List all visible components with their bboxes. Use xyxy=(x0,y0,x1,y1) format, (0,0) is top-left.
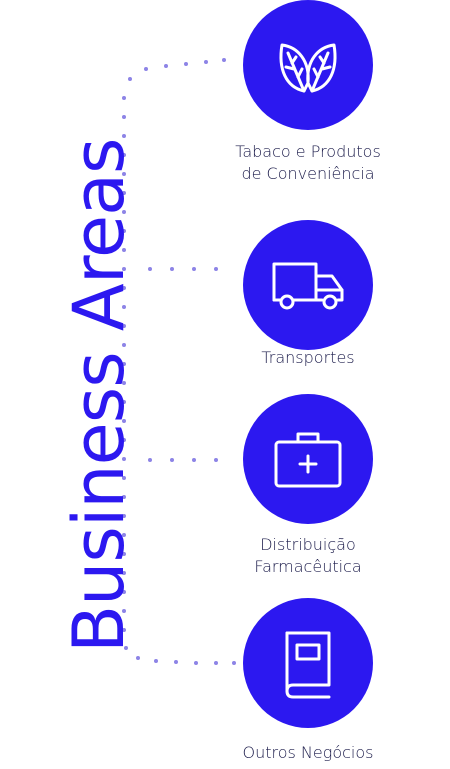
area-outros: Outros Negócios xyxy=(208,0,408,769)
area-label: Outros Negócios xyxy=(242,743,374,762)
area-label: Tabaco e Produtos de Conveniência xyxy=(235,142,381,183)
book-icon xyxy=(243,598,373,728)
leaves-icon xyxy=(243,0,373,130)
truck-icon xyxy=(243,220,373,350)
area-label: Transportes xyxy=(261,348,355,367)
area-distribuicao: Distribuição Farmacêutica xyxy=(208,0,408,590)
medical-kit-icon xyxy=(243,394,373,524)
area-transportes: Transportes xyxy=(208,0,408,380)
page-title: Business Areas xyxy=(58,138,140,654)
area-label: Distribuição Farmacêutica xyxy=(254,535,362,576)
area-tabaco: Tabaco e Produtos de Conveniência xyxy=(208,0,408,200)
